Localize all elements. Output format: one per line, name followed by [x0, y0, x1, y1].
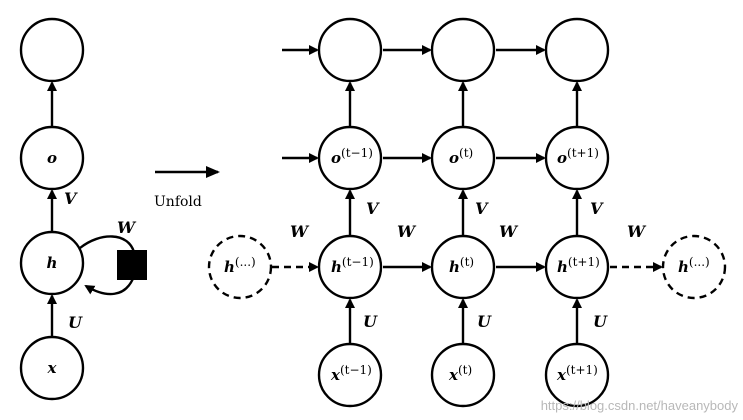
delay-square-icon	[117, 250, 147, 280]
folded-hidden-label: h	[47, 254, 58, 272]
folded-recurrent-loop-top	[79, 235, 136, 253]
folded-loss-node	[19, 17, 85, 83]
loss-node-t	[430, 17, 496, 83]
unfold-label: Unfold	[154, 194, 202, 210]
hidden-label-right: h(...)	[678, 255, 710, 276]
output-label-t+1: o(t+1)	[557, 146, 599, 167]
weight-v-label-1: V	[366, 199, 380, 218]
weight-w-label-4: W	[627, 222, 647, 241]
input-label-t: x(t)	[448, 363, 472, 384]
folded-rnn: o h x V W U	[19, 17, 147, 401]
weight-u-label-3: U	[593, 312, 608, 331]
weight-w-label-3: W	[499, 222, 519, 241]
weight-w-label-2: W	[397, 222, 417, 241]
weight-u-label-2: U	[477, 312, 492, 331]
loss-node-t+1	[544, 17, 610, 83]
weight-w-label-1: W	[290, 222, 310, 241]
folded-output-label: o	[47, 149, 57, 167]
hidden-label-t+1: h(t+1)	[557, 255, 600, 276]
hidden-node-left-ellipsis	[207, 234, 273, 300]
watermark-text: https://blog.csdn.net/haveanybody	[541, 398, 739, 413]
hidden-node-right-ellipsis	[661, 234, 727, 300]
output-label-t-1: o(t−1)	[331, 146, 373, 167]
folded-weight-v-label: V	[64, 189, 78, 208]
folded-input-label: x	[47, 359, 58, 377]
hidden-label-t-1: h(t−1)	[331, 255, 374, 276]
folded-weight-w-label: W	[117, 218, 137, 237]
hidden-label-t: h(t)	[449, 255, 474, 276]
weight-v-label-2: V	[475, 199, 489, 218]
loss-node-t-1	[317, 17, 383, 83]
weight-u-label-1: U	[363, 312, 378, 331]
unfold-arrow-group: Unfold	[154, 166, 220, 210]
hidden-label-left: h(...)	[224, 255, 256, 276]
unfolded-rnn: o(t−1) o(t) o(t+1) h(...) h(t−1) h(t) h(…	[207, 17, 727, 408]
folded-recurrent-loop-bottom	[84, 275, 136, 296]
output-label-t: o(t)	[449, 146, 473, 167]
input-label-t-1: x(t−1)	[330, 363, 372, 384]
weight-v-label-3: V	[590, 199, 604, 218]
folded-weight-u-label: U	[68, 313, 83, 332]
input-label-t+1: x(t+1)	[556, 363, 598, 384]
